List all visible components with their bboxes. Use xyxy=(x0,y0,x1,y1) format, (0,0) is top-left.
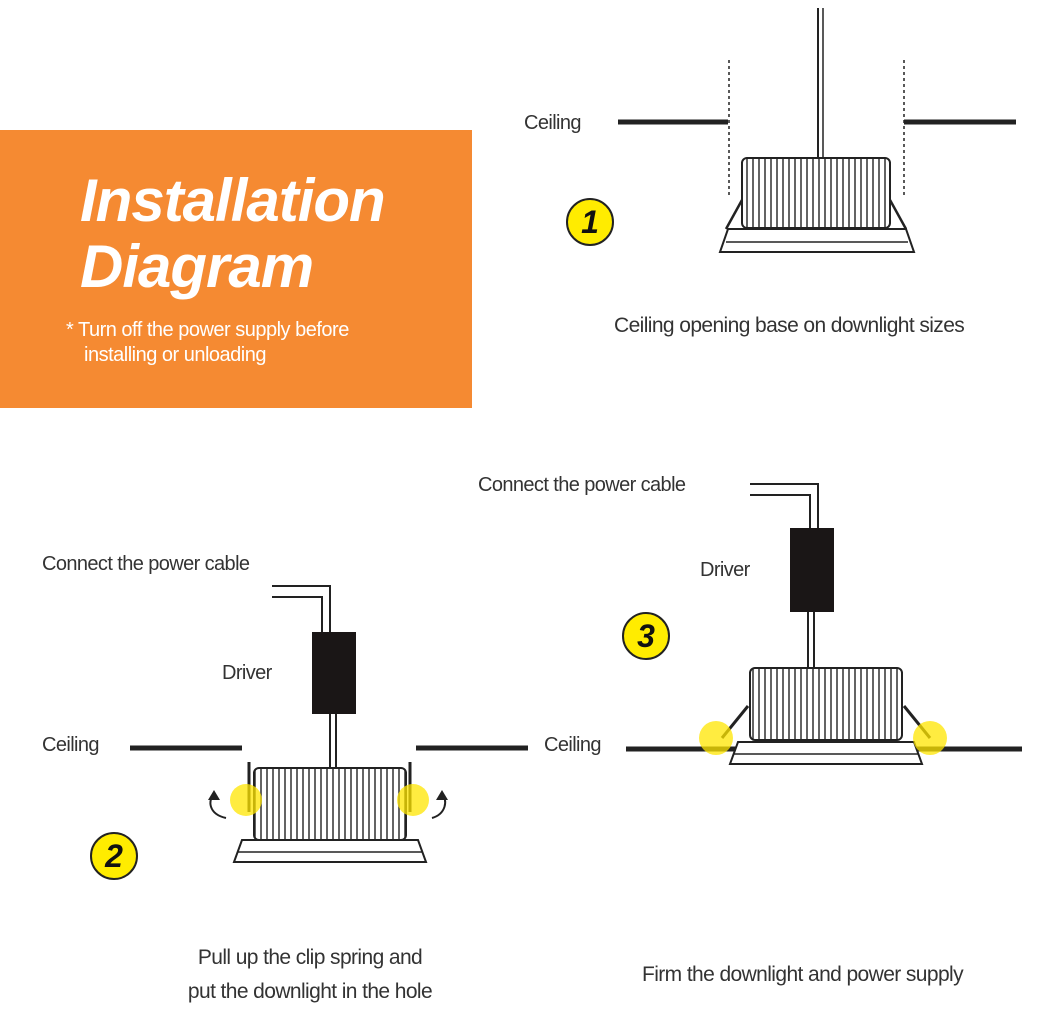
step3-cable-wire-1 xyxy=(750,483,819,530)
step2-driver-box xyxy=(312,632,356,714)
step1-diagram xyxy=(618,8,1016,253)
step2-downlight-heatsink xyxy=(253,767,407,841)
step2-cable-wire-1 xyxy=(272,585,331,634)
step2-ceiling-label: Ceiling xyxy=(42,734,100,756)
step3-downlight-trim xyxy=(728,741,924,765)
safety-note-line-2: installing or unloading xyxy=(84,344,266,366)
page-title: Installation Diagram xyxy=(80,167,386,300)
step1-clip-right xyxy=(888,199,908,230)
step3-clip-highlight-left xyxy=(699,721,733,755)
step3-driver-box xyxy=(790,528,834,612)
step1-downlight-heatsink xyxy=(741,157,891,229)
step2-caption-line-2: put the downlight in the hole xyxy=(187,980,433,1003)
step3-diagram xyxy=(626,483,1022,765)
step2-cable-label: Connect the power cable xyxy=(42,553,250,575)
step1-downlight-trim xyxy=(718,228,916,253)
step3-caption: Firm the downlight and power supply xyxy=(642,963,964,986)
step2-clip-highlight-left xyxy=(230,784,262,816)
title-line-2: Diagram xyxy=(80,233,314,300)
step2-clip-highlight-right xyxy=(397,784,429,816)
title-banner xyxy=(0,130,472,408)
title-line-1: Installation xyxy=(80,167,386,234)
step1-ceiling-label: Ceiling xyxy=(524,112,582,134)
step3-ceiling-label: Ceiling xyxy=(544,734,602,756)
step3-badge: 3 xyxy=(622,612,670,660)
step3-downlight-heatsink xyxy=(749,667,903,741)
step2-cable-wire-2 xyxy=(272,596,323,634)
step2-caption: Pull up the clip spring and put the down… xyxy=(150,941,470,1009)
step2-downlight-trim xyxy=(232,839,428,863)
step3-cable-label: Connect the power cable xyxy=(478,474,686,496)
safety-note-line-1: * Turn off the power supply before xyxy=(66,319,349,341)
step3-driver-label: Driver xyxy=(700,559,750,581)
step2-diagram xyxy=(130,585,528,863)
step2-driver-label: Driver xyxy=(222,662,272,684)
safety-note: * Turn off the power supply before insta… xyxy=(66,318,446,368)
step3-cable-wire-2 xyxy=(750,494,811,530)
step1-clip-left xyxy=(724,199,744,230)
step2-badge: 2 xyxy=(90,832,138,880)
step2-caption-line-1: Pull up the clip spring and xyxy=(197,946,423,969)
step1-caption: Ceiling opening base on downlight sizes xyxy=(614,314,965,337)
step3-clip-highlight-right xyxy=(913,721,947,755)
step1-badge: 1 xyxy=(566,198,614,246)
